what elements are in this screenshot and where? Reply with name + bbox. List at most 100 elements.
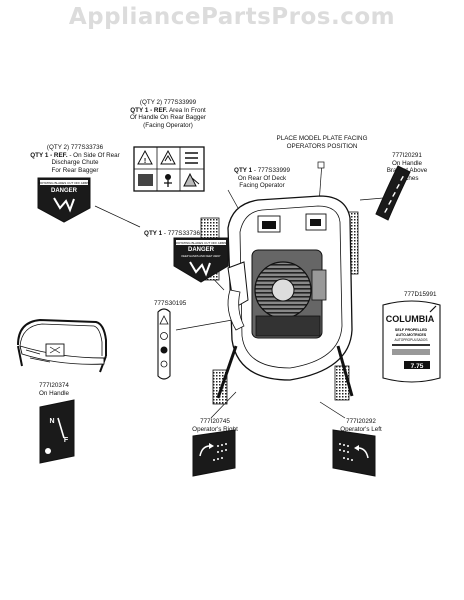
- person-body-icon: [164, 180, 172, 187]
- columbia-leaf-icon: [429, 305, 437, 313]
- label-777i20374: 777I20374 On Handle: [24, 382, 84, 397]
- danger-decal-top-text: ROTATING BLADES CUT OFF ARMS: [39, 181, 90, 185]
- manual-book-icon: [138, 174, 153, 186]
- danger-decal-shape: [173, 237, 229, 283]
- throttle-knob-icon: [45, 448, 51, 454]
- handle-illustration-777i20374: [17, 318, 107, 373]
- engine-base: [255, 315, 321, 337]
- hand-hazard-icon: [53, 197, 75, 213]
- danger-decal-777s33736-center: ROTATING BLADES CUT OFF ARMS DANGER KEEP…: [173, 237, 229, 283]
- control-decal-777s30195: [157, 308, 171, 380]
- leader-line: [319, 401, 346, 419]
- operator-right-decal-777i20745: [192, 429, 236, 477]
- label-location: Operator's Right: [192, 425, 238, 433]
- label-777s30195: 777S30195: [154, 300, 214, 308]
- blade-hazard-icon: [164, 155, 172, 162]
- notch-decal-shape: [375, 165, 411, 221]
- throttle-decal: N F: [39, 399, 75, 464]
- label-777s33999-rear-deck: QTY 1 - 777S33999 On Rear Of Deck Facing…: [222, 167, 302, 190]
- handle-bar: [17, 318, 107, 356]
- label-part-number: 777I20292: [346, 418, 376, 425]
- engine-cap-icon: [271, 278, 295, 302]
- decal-dots: [213, 443, 227, 461]
- columbia-band: [392, 349, 430, 355]
- label-777i20292: 777I20292 Operator's Left: [326, 418, 396, 433]
- label-line: PLACE MODEL PLATE FACING: [276, 135, 368, 142]
- label-location: On Rear Of Deck: [237, 174, 287, 182]
- air-filter-icon: [311, 269, 327, 301]
- leader-lines: [46, 161, 384, 419]
- operator-left-decal-shape: [332, 429, 376, 477]
- columbia-line-2: AUTO-MOTRICES: [396, 333, 427, 337]
- throttle-slot-icon: [57, 417, 65, 439]
- label-qty-line: (QTY 2) 777S33736: [46, 144, 104, 151]
- danger-decal-word: DANGER: [51, 188, 78, 194]
- columbia-cc-box: [404, 361, 430, 369]
- chute-deflector: [227, 289, 245, 331]
- handle-bar-inner: [19, 323, 103, 356]
- columbia-line-1: SELF PROPELLED: [395, 328, 428, 332]
- columbia-line-3: AUTOPROPULSADOS: [394, 338, 427, 342]
- leader-line: [175, 318, 239, 331]
- arrow-head-icon: [209, 443, 214, 449]
- handle-decal-mark: [49, 346, 61, 354]
- label-model-plate: PLACE MODEL PLATE FACING OPERATORS POSIT…: [262, 135, 382, 150]
- hand-hazard-icon: [189, 261, 211, 277]
- label-location: On Handle: [391, 159, 423, 167]
- label-part-number: 777D15991: [404, 291, 437, 298]
- rear-deck-decal-fill: [262, 221, 276, 229]
- label-location: Area In Front: [167, 106, 206, 114]
- label-location-2: Discharge Chute: [51, 159, 99, 167]
- mower-illustration: [200, 195, 359, 405]
- handle-left-arm: [216, 345, 238, 399]
- safety-decal-777s33999: !: [133, 146, 205, 192]
- columbia-divider: [392, 344, 430, 346]
- label-qty-bold: QTY 1: [234, 167, 253, 174]
- decal-dots: [339, 443, 353, 461]
- label-777s33736-ref: QTY 1 - 777S33736: [132, 230, 212, 238]
- label-777s33736-side-chute: (QTY 2) 777S33736 QTY 1 - REF. - On Side…: [20, 144, 130, 174]
- leader-line: [359, 197, 384, 201]
- label-part-number: 777I20374: [39, 382, 69, 389]
- warning-triangle-icon: [137, 149, 153, 165]
- danger-decal-shape: [37, 177, 91, 223]
- label-location: On Handle: [38, 389, 70, 397]
- label-qty-bold: QTY 1 - REF.: [130, 106, 168, 114]
- label-part-number: - 777S33736: [162, 230, 200, 237]
- mower-deck-inner: [239, 205, 343, 369]
- label-qty-bold: QTY 1 - REF.: [30, 151, 68, 159]
- leader-line: [94, 205, 141, 228]
- label-location-3: (Facing Operator): [143, 121, 193, 129]
- danger-decal-header: [40, 180, 88, 185]
- throttle-neutral-mark: N: [49, 418, 54, 425]
- label-qty-line: (QTY 2) 777S33999: [139, 99, 197, 106]
- label-part-number: - 777S33999: [252, 167, 290, 174]
- warning-triangle-icon: [159, 315, 169, 325]
- stop-symbol-icon: [160, 346, 168, 354]
- arrow-head-icon: [354, 445, 359, 451]
- operator-left-decal-777i20292: [332, 429, 376, 477]
- watermark: AppliancePartsPros.com: [68, 4, 396, 30]
- warning-triangle-icon: [160, 149, 176, 165]
- rotation-arrow-icon: [199, 445, 211, 457]
- label-qty-bold: QTY 1: [144, 230, 163, 237]
- throttle-decal-shape: [39, 399, 75, 464]
- thrown-object-icon: [185, 152, 198, 164]
- label-777d15991: 777D15991: [404, 291, 454, 299]
- label-location: Operator's Left: [340, 425, 382, 433]
- columbia-decal-777d15991: COLUMBIA SELF PROPELLED AUTO-MOTRICES AU…: [382, 300, 441, 383]
- notch-decal-marks: [384, 175, 404, 213]
- label-part-number: 777I20745: [200, 418, 230, 425]
- label-line-2: OPERATORS POSITION: [286, 142, 358, 150]
- model-plate-marker-icon: [317, 161, 325, 169]
- columbia-brand-text: COLUMBIA: [386, 314, 435, 324]
- throttle-forward-mark: F: [64, 437, 69, 444]
- leader-line: [210, 391, 237, 419]
- bail-cable: [25, 349, 51, 363]
- handle-right-arm: [336, 345, 354, 397]
- label-777s33999-handle-area: (QTY 2) 777S33999 QTY 1 - REF. Area In F…: [118, 99, 218, 129]
- danger-decal-bottom-text: KEEP HANDS AND FEET AWAY: [181, 254, 220, 258]
- operator-right-decal-shape: [192, 429, 236, 477]
- label-location-3: For Rear Bagger: [51, 166, 99, 174]
